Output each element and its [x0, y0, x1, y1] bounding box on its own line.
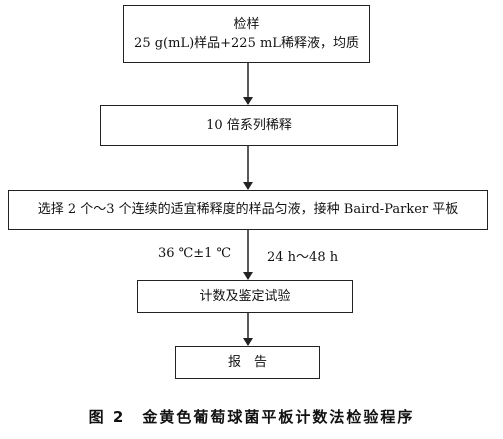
step-report-label: 报 告: [227, 354, 267, 370]
step-counting-label: 计数及鉴定试验: [199, 288, 291, 304]
step-inoculation-box: 选择 2 个～3 个连续的适宜稀释度的样品匀液，接种 Baird-Parker …: [8, 190, 488, 230]
incubation-temperature: 36 ℃±1 ℃: [158, 246, 232, 261]
step-dilution-label: 10 倍系列稀释: [206, 117, 292, 133]
figure-caption: 图 2 金黄色葡萄球菌平板计数法检验程序: [88, 408, 415, 426]
step-counting-box: 计数及鉴定试验: [137, 280, 353, 313]
step-dilution-box: 10 倍系列稀释: [100, 105, 398, 146]
step-sample-box: 检样 25 g(mL)样品+225 mL稀释液，均质: [123, 5, 370, 63]
incubation-time: 24 h～48 h: [267, 250, 339, 265]
step-sample-title: 检样: [233, 16, 260, 32]
step-inoculation-label: 选择 2 个～3 个连续的适宜稀释度的样品匀液，接种 Baird-Parker …: [37, 202, 459, 218]
step-sample-detail: 25 g(mL)样品+225 mL稀释液，均质: [134, 36, 359, 51]
step-report-box: 报 告: [175, 346, 320, 379]
